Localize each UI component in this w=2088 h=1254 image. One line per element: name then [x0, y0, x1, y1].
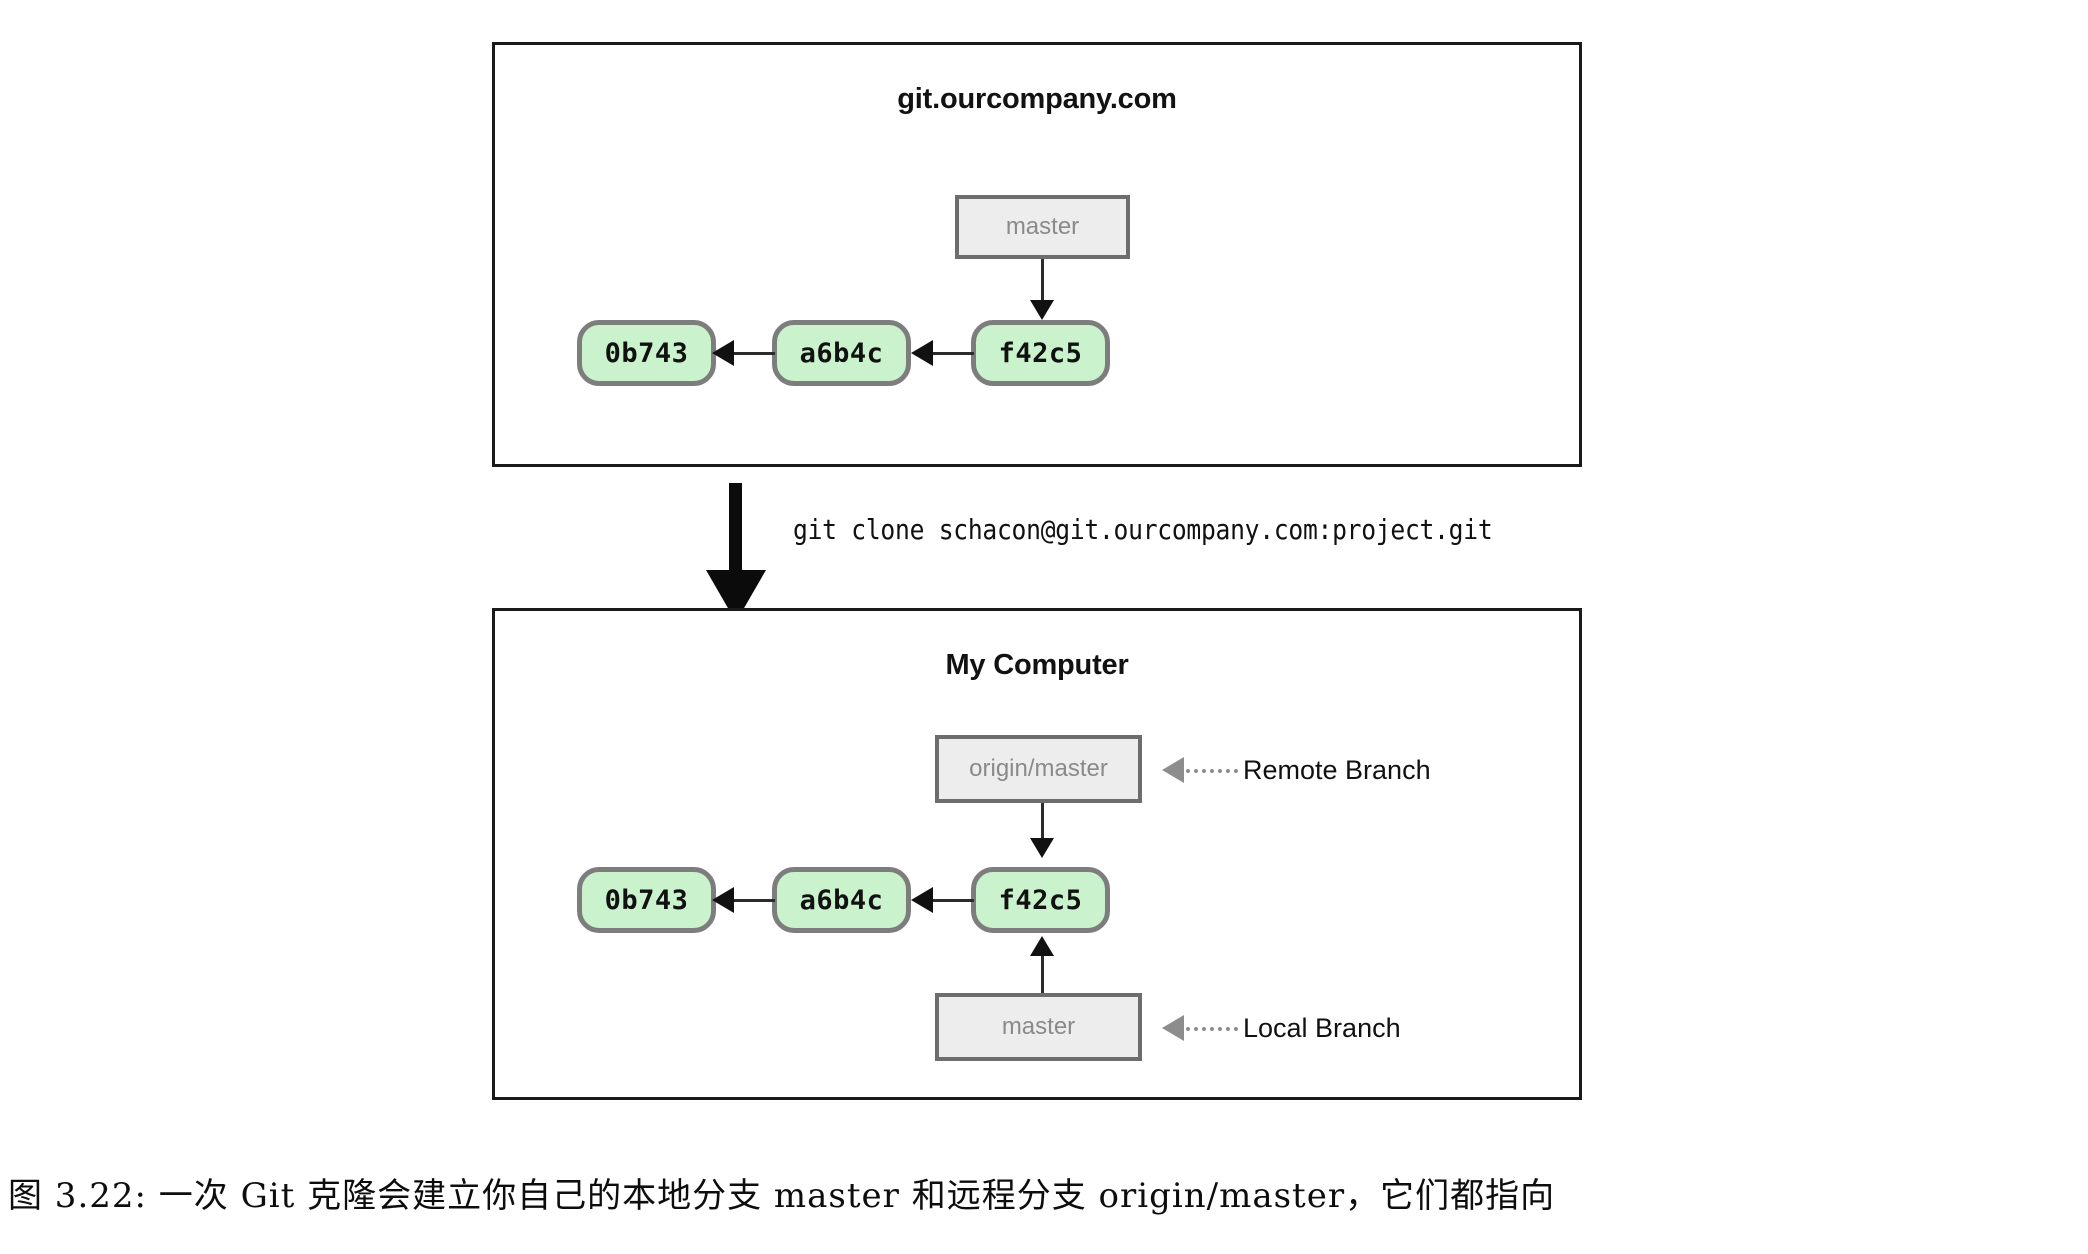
clone-command-text: git clone schacon@git.ourcompany.com:pro… [793, 513, 1493, 546]
local-branch-box-master: master [935, 993, 1142, 1061]
arrow-down-icon-origin-master [1030, 838, 1054, 858]
connector-f42c5-to-a6b4c-remote [930, 352, 974, 355]
connector-master-to-f42c5 [1041, 259, 1044, 309]
commit-node-0b743-local: 0b743 [577, 867, 716, 933]
arrow-left-icon-f42c5-remote [911, 340, 933, 366]
commit-node-a6b4c-local: a6b4c [772, 867, 911, 933]
clone-arrow-shaft [729, 483, 742, 575]
connector-a6b4c-to-0b743-local [731, 899, 775, 902]
commit-node-a6b4c-remote: a6b4c [772, 320, 911, 386]
commit-node-f42c5-remote: f42c5 [971, 320, 1110, 386]
connector-a6b4c-to-0b743-remote [731, 352, 775, 355]
annotation-dotted-line-local-branch [1186, 1027, 1238, 1031]
annotation-label-remote-branch: Remote Branch [1243, 755, 1431, 785]
arrow-up-icon-local-master [1030, 936, 1054, 956]
connector-origin-master-to-f42c5 [1041, 803, 1044, 847]
connector-f42c5-to-a6b4c-local [930, 899, 974, 902]
annotation-label-local-branch: Local Branch [1243, 1013, 1401, 1043]
arrow-left-icon-a6b4c-remote [712, 340, 734, 366]
figure-caption: 图 3.22: 一次 Git 克隆会建立你自己的本地分支 master 和远程分… [8, 1176, 1556, 1216]
commit-node-f42c5-local: f42c5 [971, 867, 1110, 933]
remote-branch-box-master: master [955, 195, 1130, 259]
annotation-arrow-icon-local-branch [1162, 1015, 1184, 1041]
arrow-left-icon-f42c5-local [911, 887, 933, 913]
annotation-arrow-icon-remote-branch [1162, 757, 1184, 783]
connector-master-to-f42c5-local [1041, 953, 1044, 995]
remote-server-title: git.ourcompany.com [897, 83, 1177, 115]
arrow-down-icon-remote-master [1030, 300, 1054, 320]
local-computer-title: My Computer [945, 649, 1129, 681]
arrow-left-icon-a6b4c-local [712, 887, 734, 913]
annotation-dotted-line-remote-branch [1186, 769, 1238, 773]
commit-node-0b743-remote: 0b743 [577, 320, 716, 386]
remote-tracking-branch-box-origin-master: origin/master [935, 735, 1142, 803]
